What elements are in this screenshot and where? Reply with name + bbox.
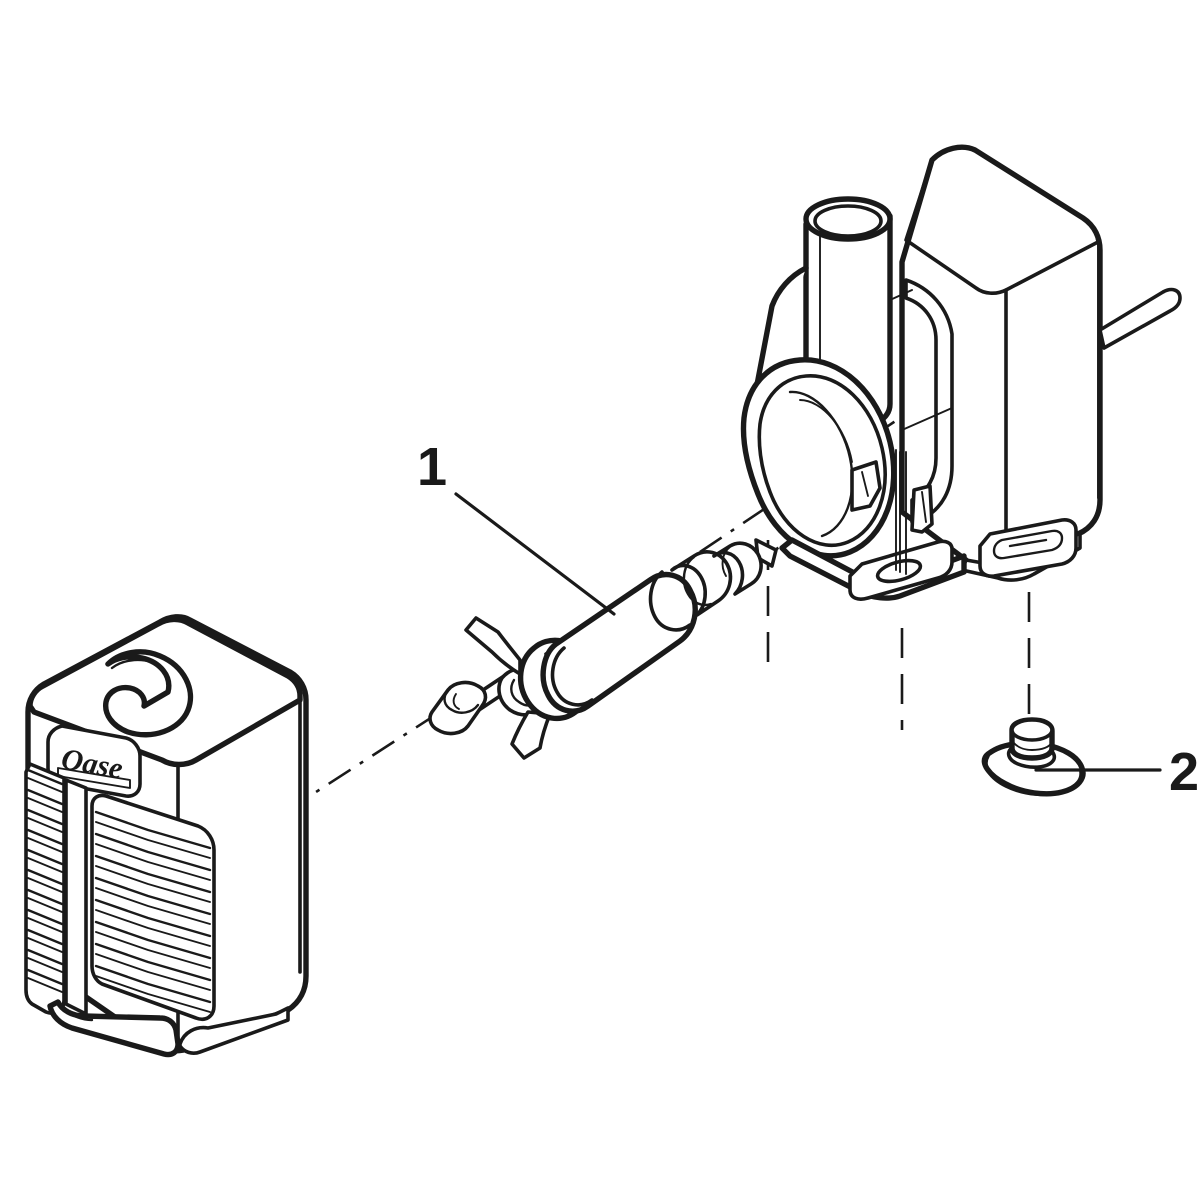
housing-inner-shelf-1 xyxy=(889,289,913,301)
pump-base-plate xyxy=(779,537,967,601)
side-louvre-grille xyxy=(24,762,66,1016)
housing-inner-shelf-2 xyxy=(901,407,953,431)
callout-1: 1 xyxy=(417,437,616,616)
impeller-vane-upper xyxy=(464,616,522,676)
motor-block-top-face xyxy=(904,145,1100,295)
suction-cup xyxy=(981,717,1086,797)
callout-2-label: 2 xyxy=(1169,742,1199,802)
callout-1-leader xyxy=(454,492,616,616)
shaft-end-cap xyxy=(428,680,488,736)
housing-fin xyxy=(895,449,907,575)
shaft-tip xyxy=(712,541,763,596)
volute-latch xyxy=(850,460,882,512)
mounting-foot-right xyxy=(978,518,1078,578)
suction-cup-stud-top xyxy=(1010,718,1054,742)
brand-plate: Oase xyxy=(46,724,142,798)
grille-divider-rib xyxy=(64,778,88,1016)
pump-body xyxy=(740,144,1182,601)
power-cord xyxy=(1098,287,1182,350)
impeller-rotor-assembly xyxy=(428,541,763,760)
callout-2: 2 xyxy=(1034,742,1199,802)
filter-base-foot xyxy=(47,999,290,1058)
impeller-vane-lower xyxy=(510,710,552,760)
front-louvre-grille xyxy=(90,793,216,1022)
top-hook-notch xyxy=(103,649,194,738)
filter-housing: Oase xyxy=(24,614,309,1058)
callout-1-label: 1 xyxy=(417,437,447,497)
rotor-cylinder xyxy=(540,570,698,714)
housing-boss xyxy=(910,484,934,534)
